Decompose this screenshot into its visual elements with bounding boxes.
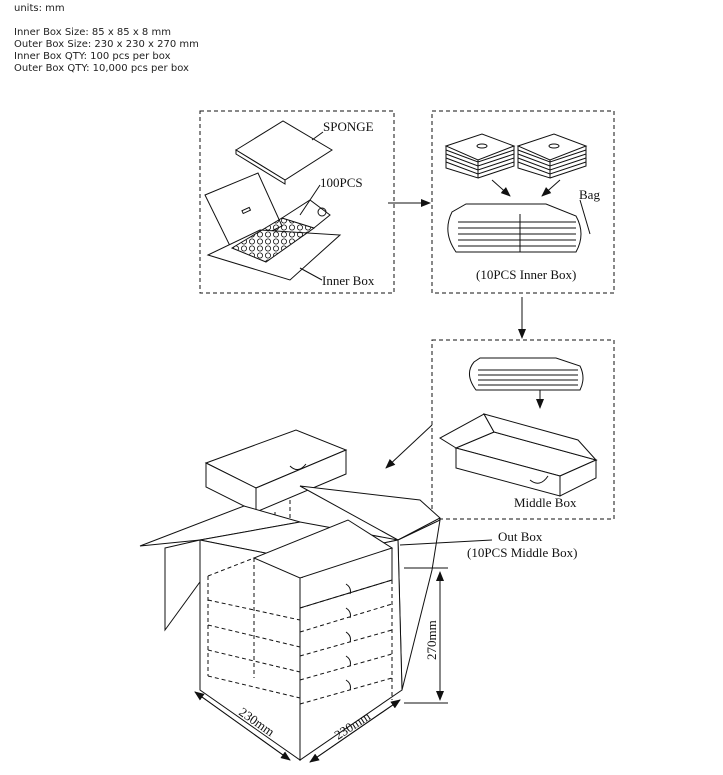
bagged-boxes — [447, 203, 582, 253]
inner-box-stack-left — [444, 133, 516, 179]
bag-label: Bag — [579, 187, 600, 202]
sponge-label: SPONGE — [323, 119, 374, 134]
100pcs-label: 100PCS — [320, 175, 363, 190]
middle-box-label: Middle Box — [514, 495, 577, 510]
bagged-boxes-small — [469, 357, 584, 391]
10pcs-middle-box-label: (10PCS Middle Box) — [467, 545, 578, 560]
10pcs-inner-box-label: (10PCS Inner Box) — [476, 267, 576, 282]
height-dimension: 270mm — [424, 620, 439, 660]
outer-box-qty: Outer Box QTY: 10,000 pcs per box — [14, 63, 189, 74]
inner-box-label: Inner Box — [322, 273, 375, 288]
outer-box: Out Box (10PCS Middle Box) — [139, 429, 578, 761]
inner-box-panel: SPONGE 100PCS Inner Box — [199, 110, 395, 294]
sponge-sheet — [235, 120, 333, 181]
bag-panel: Bag (10PCS Inner Box) — [431, 110, 615, 294]
inner-box-stack-right — [516, 133, 588, 179]
units-text: units: mm — [14, 3, 65, 14]
arrow-diagonal — [385, 424, 433, 469]
outer-box-size: Outer Box Size: 230 x 230 x 270 mm — [14, 39, 199, 50]
inner-box-qty: Inner Box QTY: 100 pcs per box — [14, 51, 171, 62]
inner-box-size: Inner Box Size: 85 x 85 x 8 mm — [14, 27, 171, 38]
middle-box-panel: Middle Box — [431, 339, 615, 520]
out-box-label: Out Box — [498, 529, 543, 544]
